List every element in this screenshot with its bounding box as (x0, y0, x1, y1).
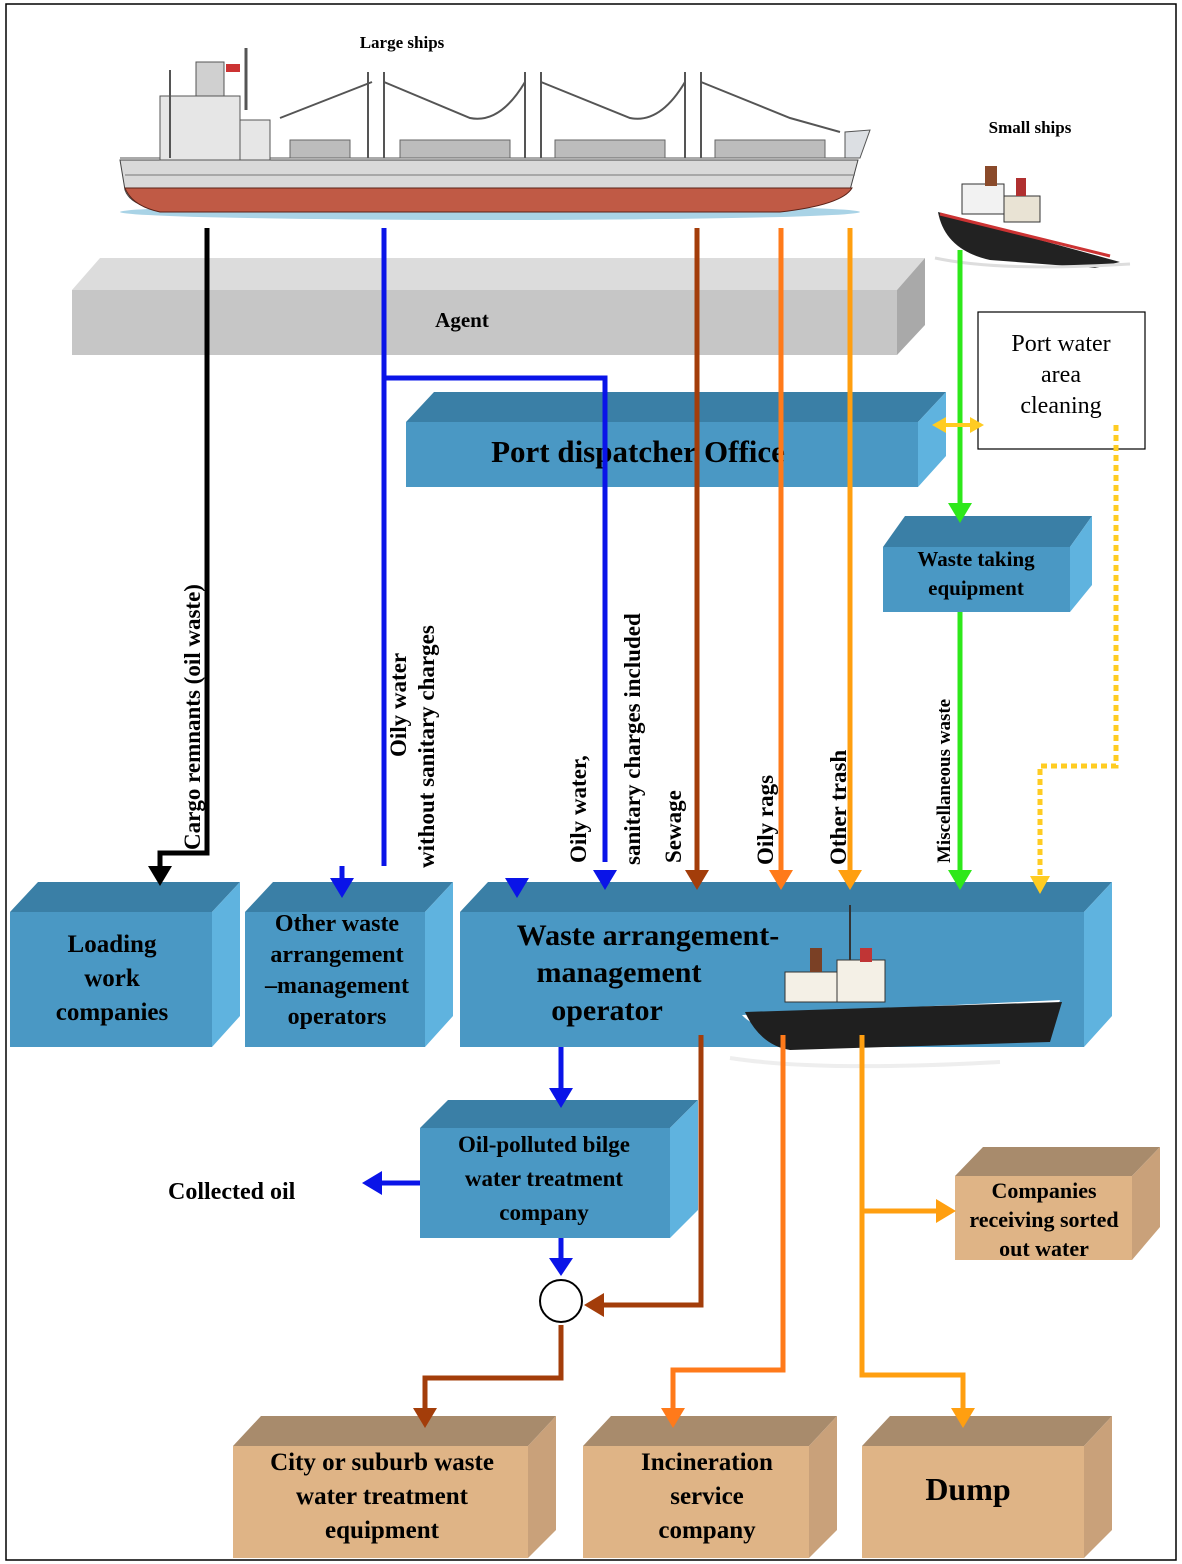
label-oily-water-no-charges-2: without sanitary charges (414, 625, 439, 868)
flow-arrow-cargo-remnants (148, 866, 172, 886)
label-miscellaneous: Miscellaneous waste (934, 699, 955, 863)
flow-line-rags-out (670, 1035, 786, 1410)
other-operators-line-1: Other waste (275, 911, 400, 937)
flow-line-cargo-remnants (157, 228, 210, 868)
loading-work-companies-box: Loading work companies (10, 882, 240, 1047)
flow-arrow-oily-water-main-2 (593, 870, 617, 890)
label-oily-water-charges-1: Oily water, (566, 755, 591, 863)
companies-sorted-box: Companies receiving sorted out water (955, 1147, 1160, 1261)
main-operator-line-1: Waste arrangement- (517, 919, 779, 952)
flow-line-trash-out (859, 1035, 966, 1410)
flow-arrow-oily-water-main-1 (505, 878, 529, 898)
bilge-line-2: water treatment (465, 1166, 623, 1191)
flow-arrow-collected-oil (362, 1171, 382, 1195)
port-water-cleaning-box: Port water area cleaning (977, 311, 1146, 450)
label-oily-water-no-charges-1: Oily water (386, 653, 411, 757)
other-operators-box: Other waste arrangement –management oper… (245, 882, 453, 1047)
flow-arrow-cleaning (1030, 876, 1050, 894)
bilge-line-3: company (499, 1200, 589, 1225)
main-operator-line-2: management (537, 956, 702, 989)
label-oily-water-charges-2: sanitary charges included (620, 613, 645, 865)
flow-arrow-to-sorted (936, 1199, 956, 1223)
label-cargo-remnants: Cargo remnants (oil waste) (180, 584, 205, 850)
waste-taking-line-2: equipment (928, 576, 1024, 600)
incineration-line-3: company (658, 1517, 756, 1544)
port-dispatcher-label: Port dispatcher Office (491, 434, 785, 469)
flow-arrow-dispatcher-right (970, 417, 984, 433)
label-oily-rags: Oily rags (753, 775, 778, 865)
flow-line-cleaning (1037, 425, 1119, 876)
flow-arrow-other-trash (838, 870, 862, 890)
city-line-3: equipment (325, 1517, 440, 1544)
loading-line-2: work (84, 965, 140, 992)
label-sewage: Sewage (661, 790, 686, 863)
flow-arrow-to-city (413, 1408, 437, 1428)
city-line-2: water treatment (296, 1483, 469, 1510)
port-dispatcher-office-box: Port dispatcher Office (406, 392, 946, 487)
flow-arrow-to-incineration (661, 1408, 685, 1428)
flow-arrow-sewage (685, 870, 709, 890)
other-operators-line-3: –management (264, 973, 409, 999)
main-operator-box: Waste arrangement- management operator (460, 882, 1112, 1069)
waste-taking-equipment-box: Waste taking equipment (883, 516, 1092, 612)
cleaning-line-3: cleaning (1020, 393, 1101, 419)
companies-sorted-line-1: Companies (991, 1178, 1097, 1203)
junction-circle-icon (539, 1279, 583, 1323)
agent-bar: Agent (72, 258, 925, 355)
cargo-ship-icon: Large ships (119, 33, 871, 220)
bilge-line-1: Oil-polluted bilge (458, 1132, 630, 1157)
flow-line-oily-water-trunk (381, 228, 608, 862)
flow-line-sewage-out (602, 1035, 704, 1308)
loading-line-1: Loading (68, 931, 157, 958)
tugboat-icon (729, 905, 1062, 1069)
small-ships-label: Small ships (989, 118, 1072, 137)
city-treatment-box: City or suburb waste water treatment equ… (233, 1416, 556, 1558)
loading-line-3: companies (56, 999, 169, 1026)
flow-arrow-oily-water-other (330, 878, 354, 898)
main-operator-line-3: operator (551, 994, 663, 1027)
companies-sorted-line-2: receiving sorted (969, 1207, 1118, 1232)
companies-sorted-line-3: out water (999, 1236, 1089, 1261)
incineration-box: Incineration service company (583, 1416, 837, 1558)
flow-line-junction-to-city (422, 1325, 564, 1410)
flow-arrow-equipment (948, 503, 972, 523)
flow-arrow-to-dump (951, 1408, 975, 1428)
other-operators-line-4: operators (288, 1004, 387, 1030)
dump-box: Dump (862, 1416, 1112, 1558)
dump-label: Dump (925, 1471, 1010, 1507)
tugboat-icon: Small ships (934, 118, 1131, 269)
incineration-line-2: service (670, 1483, 744, 1510)
incineration-line-1: Incineration (641, 1449, 773, 1476)
flow-arrow-sewage-junction (584, 1293, 604, 1317)
cleaning-line-1: Port water (1011, 331, 1110, 357)
flow-arrow-dispatcher-left (932, 417, 946, 433)
label-other-trash: Other trash (826, 750, 851, 865)
flow-arrow-bilge-to-junction (549, 1258, 573, 1276)
label-collected-oil: Collected oil (168, 1179, 296, 1205)
bilge-treatment-box: Oil-polluted bilge water treatment compa… (420, 1100, 698, 1238)
flow-arrow-miscellaneous (948, 870, 972, 890)
flow-arrow-oily-rags (769, 870, 793, 890)
other-operators-line-2: arrangement (270, 942, 403, 968)
large-ships-label: Large ships (360, 33, 445, 52)
cleaning-line-2: area (1041, 362, 1081, 388)
waste-taking-line-1: Waste taking (917, 547, 1035, 571)
agent-label: Agent (435, 308, 489, 332)
flow-arrow-to-bilge (549, 1088, 573, 1108)
city-line-1: City or suburb waste (270, 1449, 494, 1476)
